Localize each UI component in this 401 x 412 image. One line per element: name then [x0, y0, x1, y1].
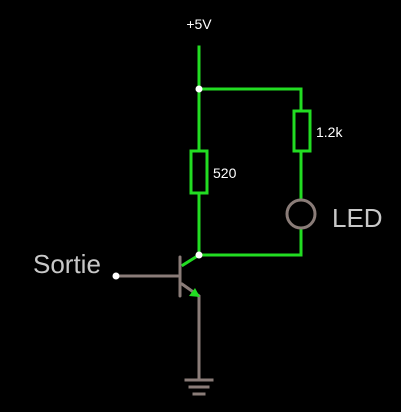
input-label: Sortie: [33, 249, 101, 279]
resistor-520: [189, 149, 209, 195]
resistor-1-2k-label: 1.2k: [316, 124, 343, 140]
junction-bottom: [195, 251, 203, 259]
junction-input: [112, 272, 120, 280]
emitter-arrow: [189, 288, 200, 297]
ground-symbol-icon: [184, 378, 214, 396]
junction-dots: [112, 85, 203, 280]
junction-top: [195, 85, 203, 93]
led-label: LED: [332, 203, 383, 233]
led-circle-icon: [285, 198, 317, 230]
supply-label: +5V: [186, 16, 212, 32]
resistor-520-label: 520: [213, 165, 237, 181]
resistor-1-2k: [292, 109, 312, 153]
